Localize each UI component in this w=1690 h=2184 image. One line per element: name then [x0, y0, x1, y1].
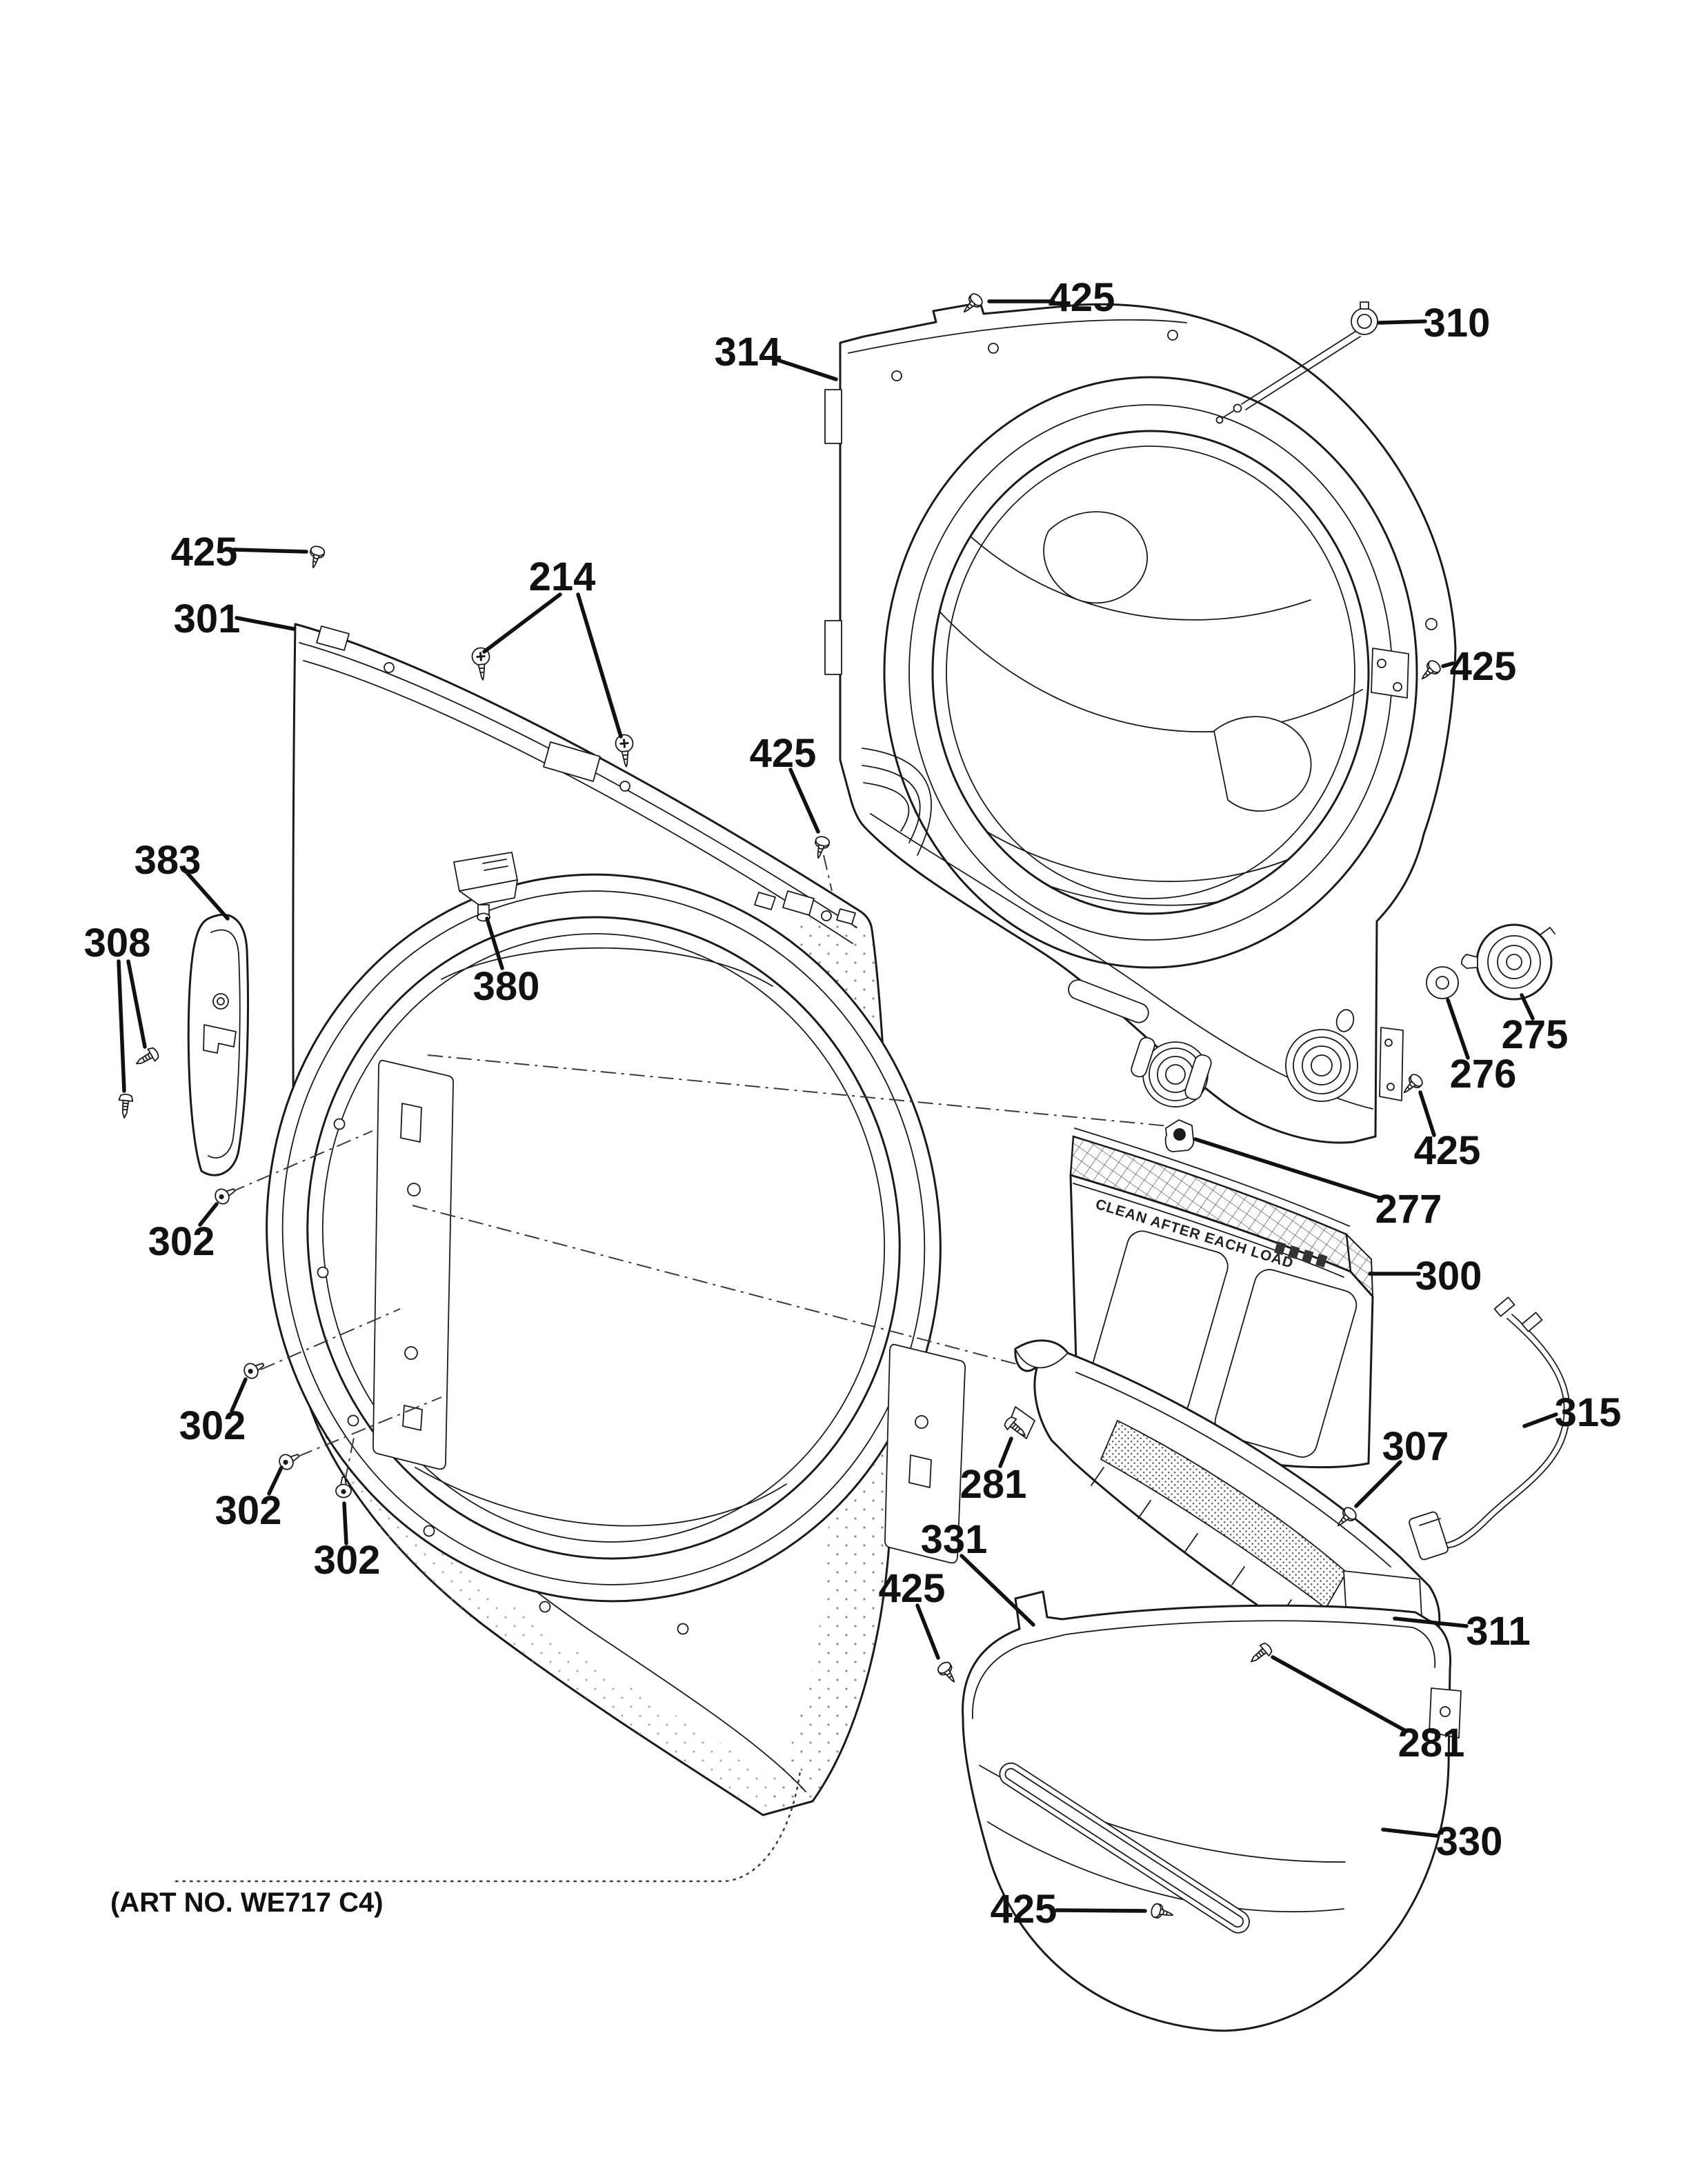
callout-425-pulley: 425	[1414, 1128, 1481, 1173]
callout-302-1: 302	[148, 1219, 215, 1264]
callout-281-upper: 281	[960, 1462, 1027, 1507]
callout-383: 383	[135, 838, 201, 883]
callout-425-right-upper: 425	[1450, 644, 1517, 689]
front-bulkhead-314	[824, 301, 1457, 1144]
callout-425-mid: 425	[750, 731, 817, 776]
callout-425-bottom: 425	[991, 1887, 1057, 1932]
door-handle-383	[187, 914, 249, 1176]
callout-425-top-left: 425	[171, 530, 238, 574]
callout-302-4: 302	[314, 1538, 381, 1583]
callout-331: 331	[921, 1517, 988, 1562]
callout-300: 300	[1415, 1254, 1482, 1299]
door-switch-380	[453, 852, 518, 922]
screw-214-a	[470, 645, 493, 682]
screw-425-top-left	[306, 544, 326, 570]
screw-308-a	[132, 1045, 161, 1071]
callout-277: 277	[1375, 1187, 1442, 1232]
callout-labels: 425 310 314 425 425 301 214 425 383 308 …	[84, 275, 1622, 1932]
art-number: (ART NO. WE717 C4)	[110, 1887, 384, 1918]
callout-281-lower: 281	[1398, 1721, 1465, 1765]
callout-310: 310	[1424, 301, 1491, 345]
alignment-guides	[230, 854, 1177, 1482]
callout-302-3: 302	[215, 1488, 282, 1533]
moisture-sensor-310	[1215, 301, 1378, 424]
callout-307: 307	[1382, 1424, 1449, 1469]
callout-311: 311	[1466, 1609, 1531, 1654]
callout-315: 315	[1555, 1390, 1622, 1435]
callout-425-duct-left: 425	[879, 1566, 946, 1611]
leader-lines	[117, 299, 1558, 1913]
screw-214-b	[613, 732, 636, 769]
callout-380: 380	[473, 964, 540, 1009]
screw-308-b	[117, 1093, 135, 1119]
callout-301: 301	[174, 597, 241, 641]
callout-275: 275	[1502, 1012, 1569, 1057]
screw-425-duct-left	[935, 1659, 961, 1687]
hex-nut-277	[1164, 1119, 1195, 1152]
idler-pulley-275	[1460, 923, 1555, 1001]
callout-425-top: 425	[1048, 275, 1115, 320]
callout-214: 214	[529, 554, 596, 599]
callout-314: 314	[715, 330, 782, 374]
callout-276: 276	[1450, 1052, 1517, 1096]
callout-330: 330	[1436, 1819, 1503, 1864]
callout-308: 308	[84, 921, 151, 965]
callout-302-2: 302	[179, 1403, 246, 1448]
lint-duct-top-311	[1008, 1339, 1441, 1675]
sensor-harness-315	[1409, 1296, 1571, 1561]
washer-276	[1426, 966, 1459, 999]
screw-425-mid	[811, 834, 831, 861]
lint-duct-cover-330	[962, 1590, 1462, 2032]
